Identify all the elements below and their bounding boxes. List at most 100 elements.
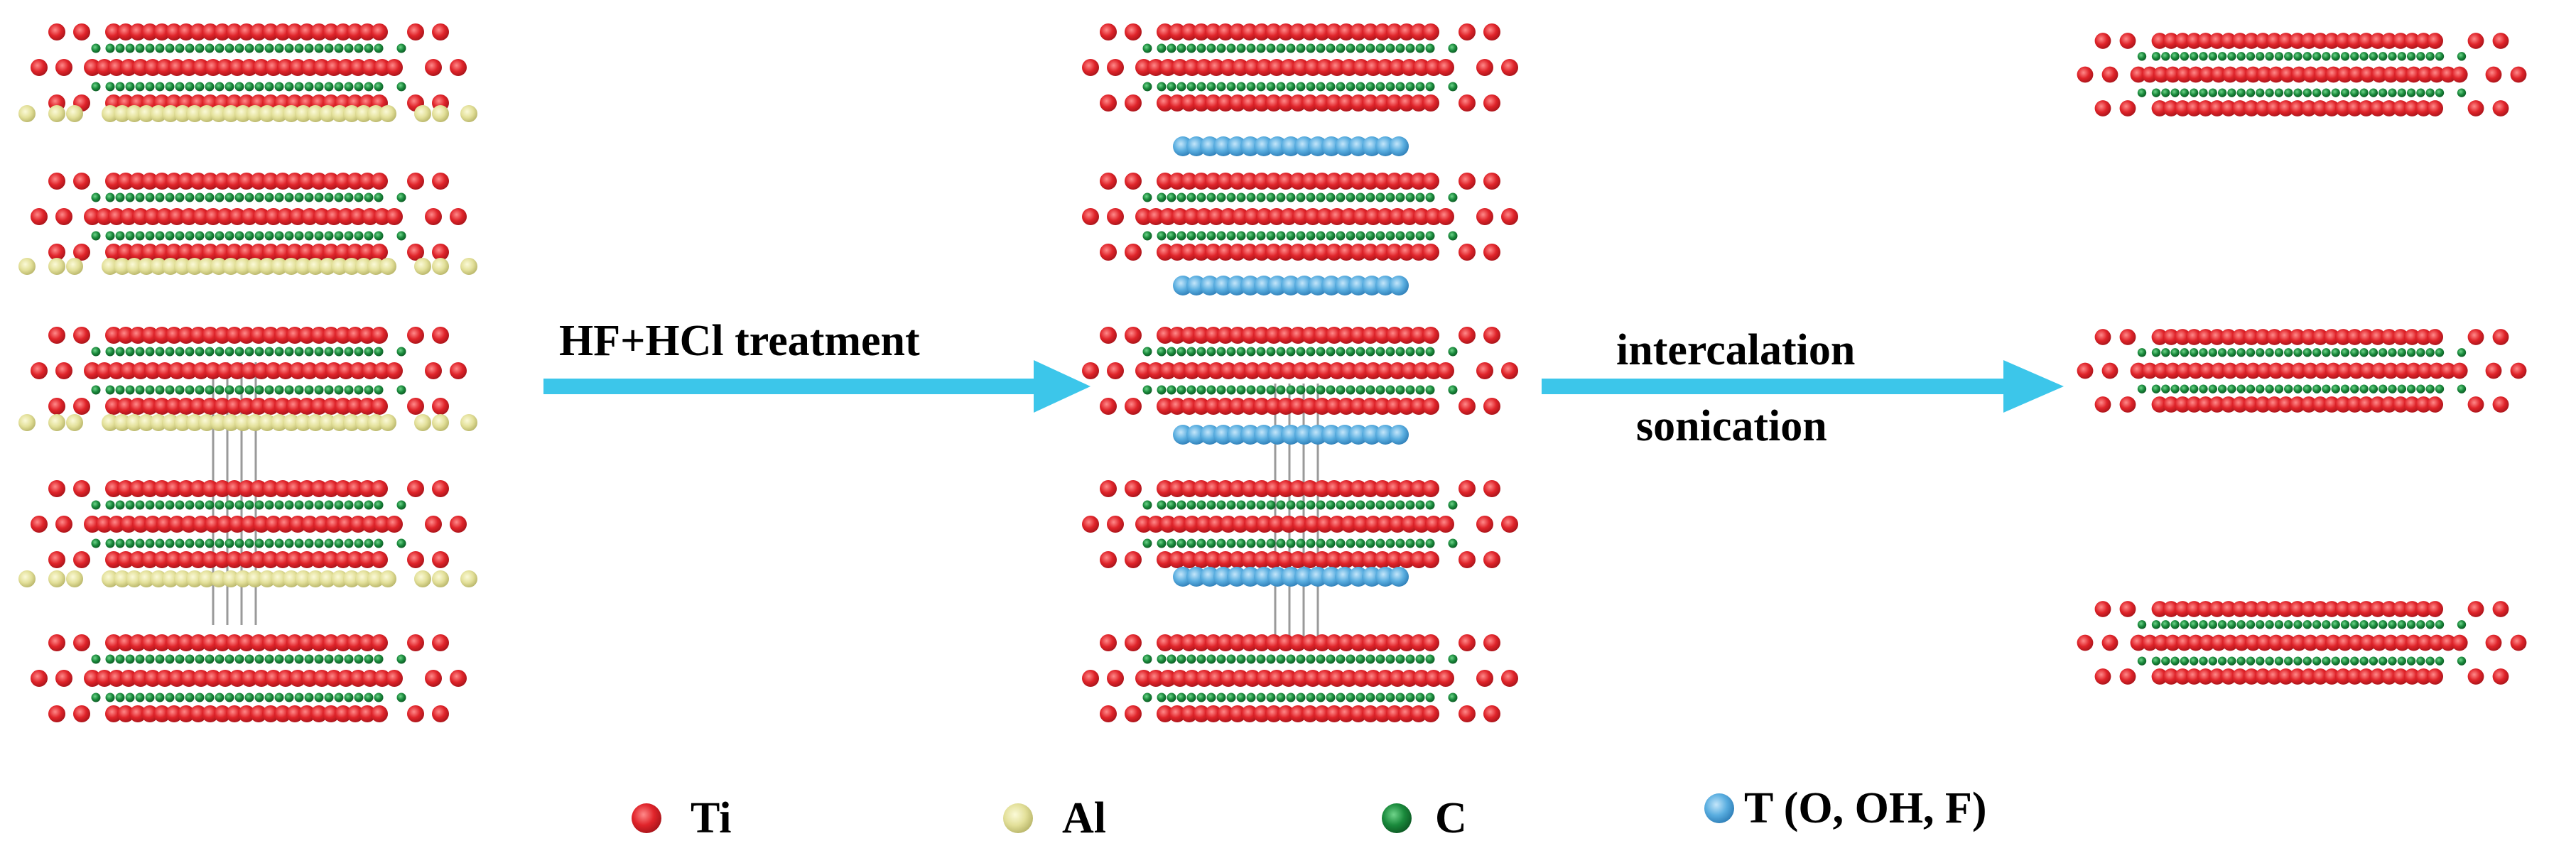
al-atom: [331, 414, 348, 431]
ti-atom: [323, 634, 340, 651]
c-atom: [2208, 88, 2217, 97]
c-atom: [2340, 656, 2350, 666]
c-atom: [1157, 82, 1167, 92]
c-atom: [1415, 347, 1425, 357]
ti-atom: [1135, 208, 1152, 225]
c-atom: [1142, 43, 1152, 53]
ti-atom: [1159, 59, 1176, 76]
c-atom: [314, 82, 324, 92]
al-atom: [432, 258, 449, 275]
ti-atom: [141, 705, 158, 722]
ti-atom: [1350, 480, 1367, 497]
ti-atom: [2510, 634, 2527, 651]
ti-atom: [2174, 33, 2191, 49]
al-atom: [114, 570, 131, 587]
ti-atom: [1338, 705, 1355, 722]
ti-atom: [1082, 59, 1099, 76]
ti-atom: [289, 362, 306, 379]
ti-atom: [1229, 244, 1246, 261]
ti-atom: [274, 173, 291, 190]
c-atom: [1395, 693, 1405, 702]
ti-atom: [262, 173, 279, 190]
ti-atom: [386, 362, 403, 379]
ti-atom: [2165, 362, 2181, 379]
ti-atom: [253, 59, 270, 76]
ti-atom: [2359, 66, 2376, 83]
c-atom: [185, 43, 195, 53]
c-atom: [244, 347, 254, 357]
ti-atom: [1229, 634, 1246, 651]
ti-atom: [2289, 329, 2306, 345]
ti-atom: [1181, 551, 1198, 568]
ti-atom: [2163, 396, 2180, 413]
ti-atom: [2323, 396, 2340, 413]
ti-atom: [2314, 362, 2330, 379]
ti-atom: [1374, 23, 1391, 40]
ti-atom: [262, 480, 279, 497]
c-atom: [1405, 231, 1415, 241]
ti-atom: [84, 59, 101, 76]
ti-atom: [1205, 634, 1222, 651]
c-atom: [1336, 538, 1346, 548]
ti-atom: [325, 208, 342, 225]
c-atom: [1196, 500, 1206, 510]
ti-atom: [2325, 634, 2342, 651]
al-atom: [162, 258, 179, 275]
ti-atom: [2163, 601, 2180, 617]
c-atom: [2293, 384, 2302, 393]
ti-atom: [1301, 244, 1319, 261]
ti-atom: [2279, 634, 2296, 651]
ti-atom: [301, 59, 318, 76]
ti-atom: [274, 398, 291, 415]
ti-atom: [2392, 668, 2409, 685]
ti-atom: [2312, 668, 2329, 685]
ti-atom: [238, 551, 255, 568]
c-atom: [145, 347, 155, 357]
c-atom: [1316, 693, 1326, 702]
ti-atom: [1437, 516, 1454, 533]
al-atom: [174, 105, 191, 122]
al-atom: [222, 105, 239, 122]
ti-atom: [166, 23, 183, 40]
c-atom: [1176, 192, 1186, 202]
ti-atom: [2197, 329, 2214, 345]
ti-atom: [407, 23, 424, 40]
ti-atom: [1398, 244, 1415, 261]
c-atom: [1276, 500, 1286, 510]
delamination-arrow: [1542, 360, 2064, 413]
c-atom: [2217, 88, 2227, 97]
c-atom: [1395, 538, 1405, 548]
c-atom: [1448, 231, 1458, 241]
c-atom: [374, 693, 384, 702]
ti-atom: [325, 670, 342, 687]
ti-atom: [2348, 362, 2365, 379]
c-atom: [364, 192, 374, 202]
c-atom: [1336, 500, 1346, 510]
ti-atom: [1459, 23, 1476, 40]
ti-atom: [1365, 670, 1382, 687]
c-atom: [1186, 385, 1196, 395]
al-atom: [379, 414, 396, 431]
c-atom: [364, 347, 374, 357]
c-atom: [354, 500, 364, 510]
ti-atom: [2314, 634, 2330, 651]
ti-atom: [1181, 705, 1198, 722]
ti-atom: [1350, 551, 1367, 568]
c-atom: [2312, 88, 2322, 97]
c-atom: [234, 500, 244, 510]
c-atom: [1236, 385, 1246, 395]
al-atom: [355, 570, 372, 587]
ti-atom: [129, 173, 146, 190]
c-atom: [324, 538, 334, 548]
al-atom: [343, 570, 360, 587]
ti-atom: [2163, 329, 2180, 345]
c-atom: [91, 693, 101, 702]
ti-atom: [2440, 634, 2457, 651]
c-atom: [135, 654, 145, 664]
ti-atom: [1265, 94, 1282, 112]
ti-atom: [2163, 668, 2180, 685]
c-atom: [115, 347, 125, 357]
ti-atom: [310, 480, 328, 497]
c-atom: [2217, 620, 2227, 629]
al-atom: [222, 258, 239, 275]
